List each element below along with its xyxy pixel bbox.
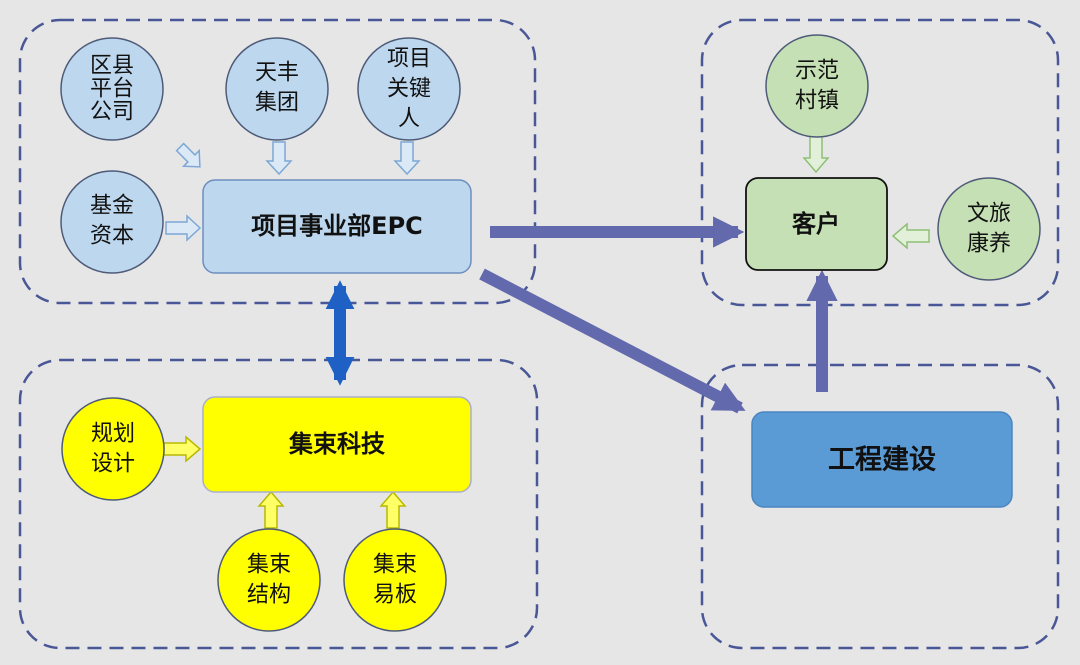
- circle-demo-town: [765, 34, 869, 138]
- circle-planning-design-label-1: 规划: [91, 422, 135, 447]
- small-arrow-board: [379, 490, 407, 529]
- circle-tianfeng-group-label-1: 天丰: [255, 61, 299, 86]
- project-dept-box: [202, 179, 472, 274]
- group-construction: [700, 363, 1060, 650]
- jishu-tech-label: 集束科技: [288, 430, 386, 458]
- small-arrow-structure: [257, 490, 285, 529]
- construction-label: 工程建设: [828, 445, 936, 476]
- group-customer: [700, 18, 1060, 307]
- circle-project-key-person: [357, 37, 461, 141]
- circle-planning-design-label-2: 设计: [91, 452, 135, 477]
- circle-project-key-person-label-3: 人: [398, 107, 420, 132]
- circle-jishu-board: [343, 528, 447, 632]
- group-project-dept: [18, 18, 537, 305]
- group-jishu-tech: [18, 358, 539, 650]
- small-arrow-district: [175, 142, 201, 168]
- customer-label: 客户: [792, 210, 840, 238]
- small-arrow-demo-town: [802, 135, 830, 174]
- circle-planning-design: [61, 397, 165, 501]
- circle-project-key-person-label-1: 项目: [387, 47, 431, 72]
- small-arrow-keyperson: [393, 141, 421, 176]
- circle-jishu-structure: [217, 528, 321, 632]
- circle-tianfeng-group-label-2: 集团: [255, 91, 299, 116]
- customer-box: [745, 177, 888, 271]
- small-arrow-culture: [891, 222, 930, 250]
- circle-project-key-person-label-2: 关键: [387, 77, 431, 102]
- circle-fund-capital-label-2: 资本: [90, 224, 134, 249]
- jishu-tech-box: [202, 396, 472, 493]
- arrow-dept-to-construction: [479, 268, 746, 414]
- circle-district-platform: [60, 37, 164, 141]
- project-dept-label: 项目事业部EPC: [251, 212, 423, 240]
- circle-demo-town-label-2: 村镇: [795, 89, 839, 114]
- circle-demo-town-label-1: 示范: [795, 59, 839, 84]
- small-arrow-planning: [163, 435, 202, 463]
- circle-district-platform-label-3: 公司: [90, 100, 134, 125]
- small-arrow-fund: [165, 214, 202, 242]
- circle-culture-tourism: [937, 177, 1041, 281]
- circle-culture-tourism-label-2: 康养: [967, 232, 1011, 257]
- circle-district-platform-label-2: 平台: [90, 77, 134, 102]
- circle-culture-tourism-label-1: 文旅: [967, 202, 1011, 227]
- circle-jishu-structure-label-1: 集束: [247, 553, 291, 578]
- circle-jishu-board-label-1: 集束: [373, 553, 417, 578]
- small-arrow-tianfeng: [265, 141, 293, 176]
- circle-fund-capital-label-1: 基金: [90, 194, 134, 219]
- circle-jishu-board-label-2: 易板: [373, 583, 417, 608]
- circle-tianfeng-group: [225, 37, 329, 141]
- circle-jishu-structure-label-2: 结构: [247, 583, 291, 608]
- circle-district-platform-label-1: 区县: [90, 54, 134, 79]
- circle-fund-capital: [60, 170, 164, 274]
- construction-box: [751, 411, 1013, 508]
